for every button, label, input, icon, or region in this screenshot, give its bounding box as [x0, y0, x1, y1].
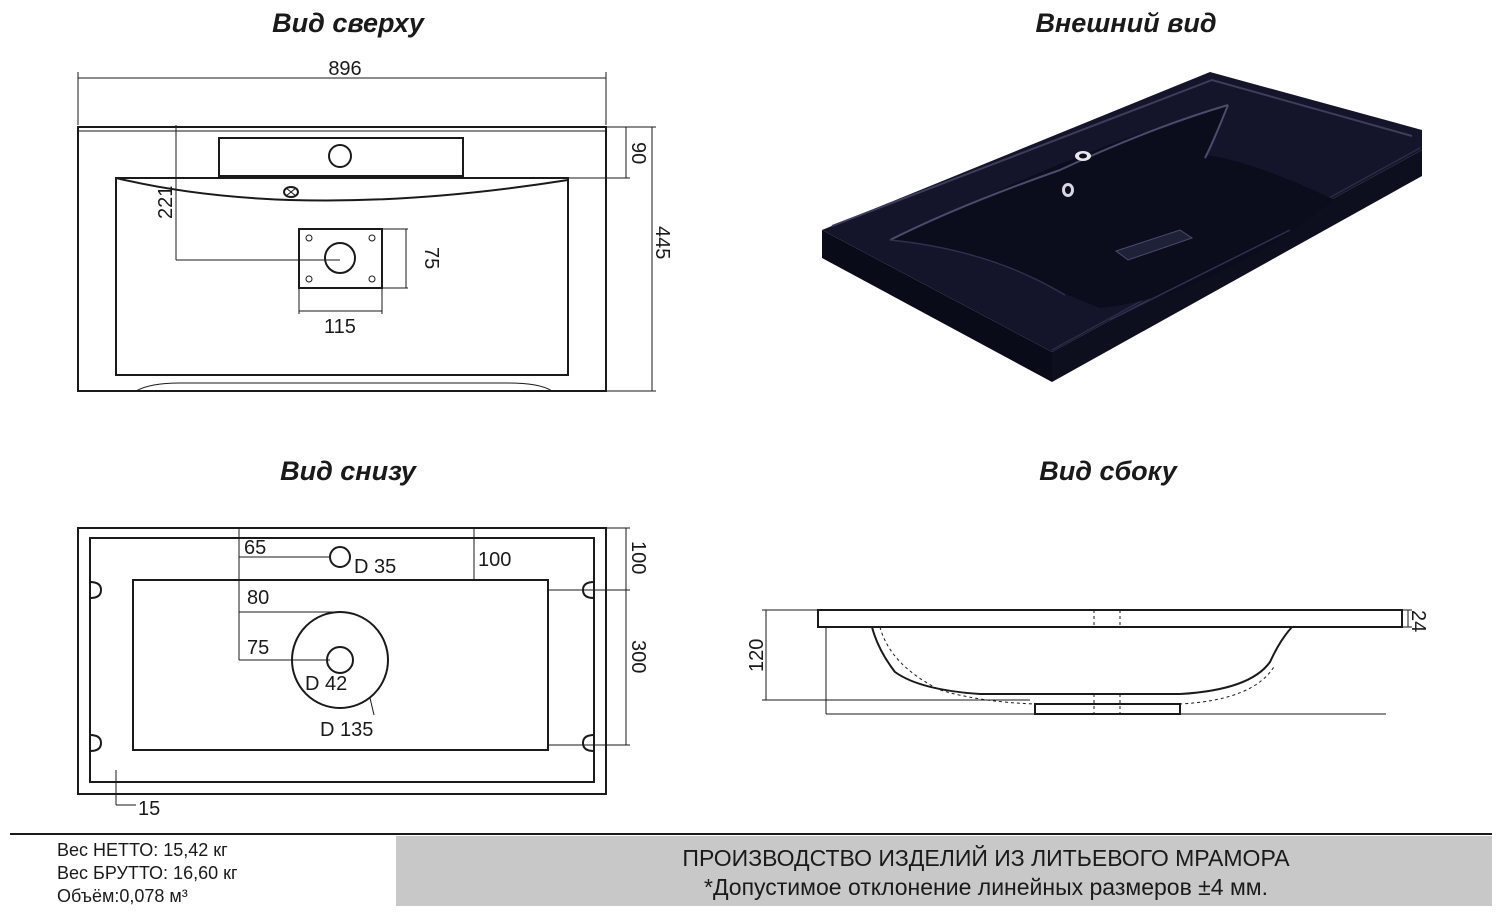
- sink-render: [822, 72, 1422, 382]
- side-view-top-slab: [817, 609, 1403, 628]
- drain-plate: [298, 228, 383, 289]
- drain-hole: [324, 242, 356, 274]
- bottom-view: Вид снизу 65 D 35 100 80 75 D 42 D 135: [77, 456, 649, 820]
- dim-drain-inner-label: D 42: [305, 673, 347, 695]
- dim-edge-margin-label: 15: [138, 798, 160, 820]
- bowl-outline: [115, 177, 569, 376]
- tap-platform: [218, 137, 464, 177]
- bottom-view-title: Вид снизу: [280, 456, 418, 486]
- dim-total-height-label: 120: [746, 639, 768, 672]
- bowl-curve: [115, 177, 569, 202]
- dim-top-thickness-label: 24: [1407, 610, 1429, 632]
- dim-drain-offset-a-label: 80: [247, 587, 269, 609]
- exterior-view-title: Внешний вид: [1035, 8, 1216, 38]
- dim-plate-height-label: 75: [420, 247, 442, 269]
- bowl-profile: [871, 626, 1293, 695]
- dim-drain-outer-label: D 135: [320, 719, 373, 741]
- dim-tap-depth-label: 100: [478, 549, 511, 571]
- top-view: Вид сверху 896 221 7: [77, 8, 673, 392]
- mount-notch: [581, 734, 595, 752]
- dim-drain-offset-label: 221: [155, 186, 177, 219]
- drain-flange-circle: [291, 611, 389, 709]
- dim-outer-depth-label: 100: [627, 541, 649, 574]
- top-view-title: Вид сверху: [272, 8, 426, 38]
- mount-notch: [89, 581, 103, 599]
- footer-panel: [396, 836, 1492, 906]
- dim-drain-offset-b-label: 75: [247, 637, 269, 659]
- dim-depth-label: 445: [651, 226, 673, 259]
- side-view: Вид сбоку 120 24: [746, 456, 1429, 715]
- tolerance-note: *Допустимое отклонение линейных размеров…: [704, 874, 1268, 900]
- exterior-view: Внешний вид: [822, 8, 1422, 382]
- tap-hole: [328, 144, 352, 168]
- overflow-hole: [283, 186, 299, 198]
- dim-cavity-depth-label: 300: [627, 640, 649, 673]
- tap-hole-bottom: [329, 546, 351, 568]
- volume: Объём:0,078 м³: [57, 886, 188, 906]
- dim-tap-offset-label: 65: [244, 537, 266, 559]
- company-line: ПРОИЗВОДСТВО ИЗДЕЛИЙ ИЗ ЛИТЬЕВОГО МРАМОР…: [682, 844, 1290, 871]
- dim-overflow-offset-label: 90: [627, 142, 649, 164]
- top-view-outline: [77, 126, 607, 392]
- dim-width-label: 896: [328, 58, 361, 80]
- gross-weight: Вес БРУТТО: 16,60 кг: [57, 863, 238, 883]
- bottom-view-outline: [77, 527, 607, 795]
- drain-hole-bottom: [326, 646, 354, 674]
- dim-tap-diameter-label: D 35: [354, 556, 396, 578]
- mount-notch: [89, 734, 103, 752]
- footer: Вес НЕТТО: 15,42 кг Вес БРУТТО: 16,60 кг…: [10, 833, 1492, 906]
- drain-boss: [1034, 703, 1181, 715]
- dim-plate-width-label: 115: [324, 316, 356, 338]
- side-view-title: Вид сбоку: [1039, 456, 1178, 486]
- net-weight: Вес НЕТТО: 15,42 кг: [57, 840, 228, 860]
- bottom-view-inner-outline: [89, 537, 595, 783]
